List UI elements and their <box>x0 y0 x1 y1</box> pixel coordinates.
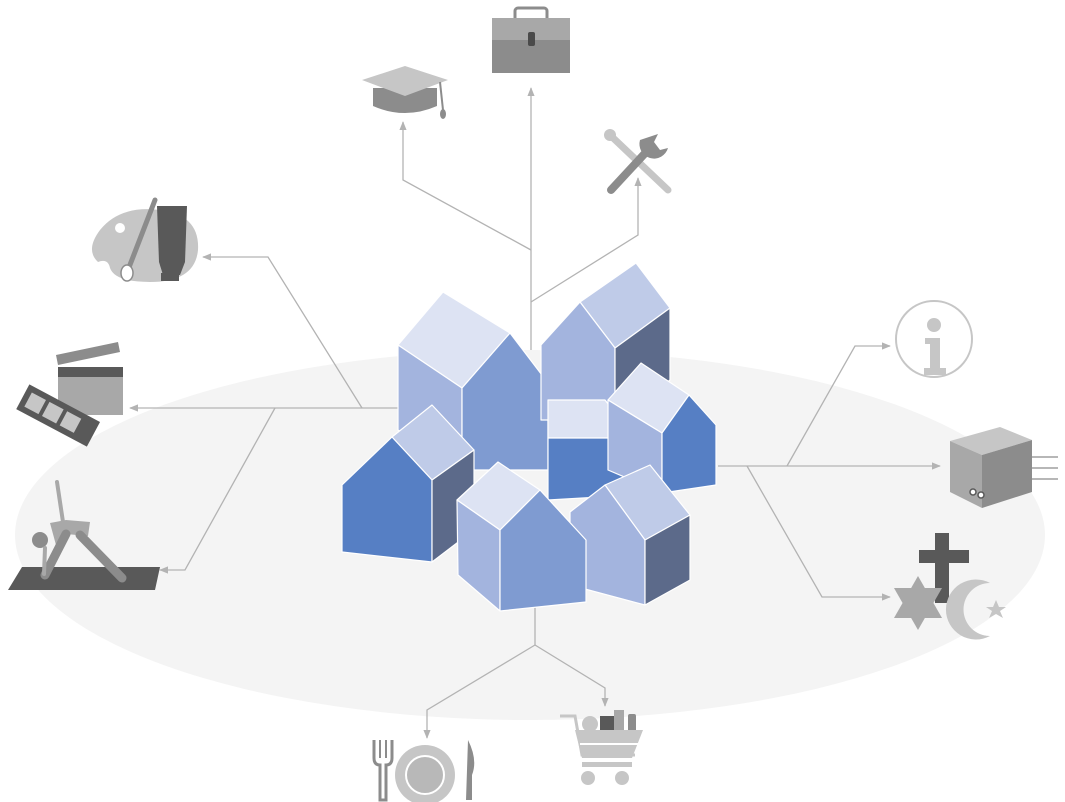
house-cluster <box>341 262 717 612</box>
shopping-cart-icon <box>560 710 643 785</box>
palette-brush-tube-icon <box>91 197 199 282</box>
connector-education <box>399 121 532 251</box>
connector-crafts <box>530 177 642 303</box>
connector-lines <box>129 87 941 739</box>
delivery-box-icon <box>950 427 1058 508</box>
info-icon <box>895 300 973 378</box>
connector-arts <box>202 253 363 409</box>
connector-yoga <box>159 407 276 574</box>
religion-symbols-icon <box>894 533 1006 640</box>
house-front-right-side <box>644 514 691 606</box>
yoga-mat-icon <box>8 480 160 590</box>
wrench-screwdriver-icon <box>604 129 672 194</box>
connector-shopping <box>534 644 609 707</box>
house-front-center-side <box>499 489 587 612</box>
connector-dining <box>423 644 536 739</box>
plate-fork-knife-icon <box>372 740 475 802</box>
graduation-cap-icon <box>362 66 448 119</box>
clapperboard-film-icon <box>16 342 123 447</box>
connector-religion <box>746 465 891 601</box>
briefcase-icon <box>492 6 570 73</box>
connector-info <box>786 342 891 467</box>
